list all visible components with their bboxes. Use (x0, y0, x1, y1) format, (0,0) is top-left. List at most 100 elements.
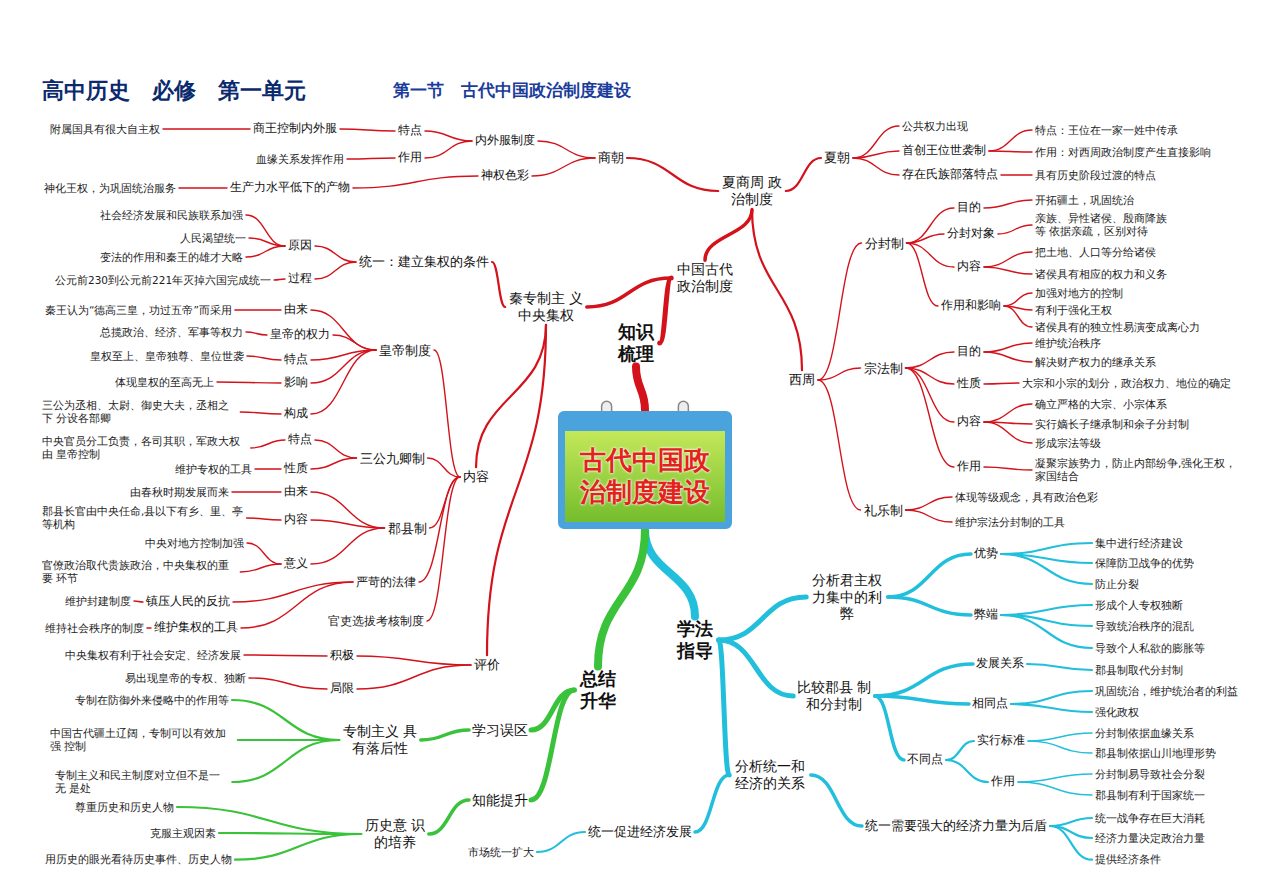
branch-topic: 由来 (284, 303, 308, 317)
leaf-topic: 中央官员分工负责，各司其职，军政大权由 皇帝控制 (42, 435, 248, 460)
leaf-topic: 提供经济条件 (1095, 853, 1161, 866)
topic-text: 生产力水平低下的产物 (230, 181, 350, 195)
leaf-topic: 凝聚宗族势力，防止内部纷争,强化王权， 家国结合 (1035, 457, 1237, 482)
topic-text: 统一战争存在巨大消耗 (1095, 812, 1205, 825)
branch-line (1004, 306, 1032, 327)
topic-text: 由来 (284, 303, 308, 317)
topic-text: 原因 (288, 239, 312, 253)
branch-topic: 特点 (398, 124, 422, 138)
topic-text: 维护集权的工具 (154, 621, 238, 635)
topic-text: 亲族、异性诸侯、殷商降族等 依据亲疏，区别对待 (1035, 212, 1178, 237)
branch-line (660, 278, 672, 343)
topic-text: 意义 (284, 557, 308, 571)
topic-text: 诸侯具有相应的权力和义务 (1035, 268, 1167, 281)
topic-text: 导致个人私欲的膨胀等 (1095, 642, 1205, 655)
topic-text: 中央集权有利于社会安定、经济发展 (65, 649, 241, 662)
topic-text: 商朝 (598, 150, 624, 166)
branch-line (232, 740, 339, 782)
topic-text: 作用 (398, 151, 422, 165)
branch-topic: 商王控制内外服 (253, 122, 337, 136)
topic-text: 作用 (957, 460, 981, 474)
leaf-topic: 具有历史阶段过渡的特点 (1035, 169, 1156, 182)
branch-line (752, 209, 802, 370)
topic-text: 性质 (284, 462, 308, 476)
branch-line (907, 234, 945, 243)
branch-line (315, 440, 357, 458)
topic-text: 易出现皇帝的专权、独断 (125, 672, 246, 685)
branch-line (1050, 826, 1092, 860)
leaf-topic: 郡县制取代分封制 (1095, 664, 1183, 677)
topic-text: 维护统治秩序 (1035, 337, 1101, 350)
leaf-topic: 附属国具有很大自主权 (50, 123, 160, 136)
topic-text: 分封对象 (947, 227, 995, 241)
branch-line (984, 467, 1032, 470)
topic-text: 影响 (284, 376, 308, 390)
branch-line (989, 151, 1032, 152)
leaf-topic: 导致个人私欲的膨胀等 (1095, 642, 1205, 655)
branch-line (531, 690, 574, 800)
branch-line (240, 412, 281, 414)
topic-text: 开拓疆土，巩固统治 (1035, 194, 1134, 207)
topic-text: 分封制易导致社会分裂 (1095, 768, 1205, 781)
leaf-topic: 官吏选拔考核制度 (328, 614, 424, 628)
leaf-topic: 克服主观因素 (150, 827, 216, 840)
branch-line (1018, 782, 1092, 795)
branch-line (251, 440, 285, 448)
branch-topic: 皇帝制度 (379, 343, 431, 358)
leaf-topic: 导致统治秩序的混乱 (1095, 620, 1194, 633)
branch-line (246, 215, 285, 246)
leaf-topic: 总揽政治、经济、军事等权力 (100, 326, 243, 339)
branch-line (537, 832, 585, 852)
leaf-topic: 解决财产权力的继承关系 (1035, 356, 1156, 369)
topic-text: 专制主义 具有落后性 (342, 723, 418, 757)
topic-text: 公共权力出现 (902, 120, 968, 133)
leaf-topic: 防止分裂 (1095, 578, 1139, 591)
branch-line (147, 627, 151, 628)
branch-topic: 内容 (463, 469, 489, 485)
topic-text: 相同点 (972, 697, 1008, 711)
topic-text: 三公为丞相、太尉、御史大夫，丞相之下 分设各部卿 (42, 399, 237, 424)
branch-topic: 作用 (398, 151, 422, 165)
branch-line (476, 325, 546, 467)
branch-line (311, 458, 357, 469)
branch-topic: 弊端 (974, 608, 998, 622)
leaf-topic: 巩固统治，维护统治者的利益 (1095, 685, 1238, 698)
branch-topic: 分析君主权 力集中的利弊 (809, 572, 885, 622)
branch-topic: 三公九卿制 (360, 451, 425, 466)
topic-text: 凝聚宗族势力，防止内部纷争,强化王权， 家国结合 (1035, 457, 1237, 482)
topic-text: 局限 (330, 682, 354, 696)
leaf-topic: 公共权力出现 (902, 120, 968, 133)
topic-text: 目的 (957, 345, 981, 359)
branch-line (875, 696, 904, 760)
branch-line (1001, 543, 1092, 554)
branch-topic: 目的 (957, 201, 981, 215)
branch-line (1018, 774, 1092, 782)
leaf-topic: 专制在防御外来侵略中的作用等 (75, 694, 229, 707)
branch-topic: 分封对象 (947, 227, 995, 241)
branch-topic: 原因 (288, 239, 312, 253)
branch-line (240, 564, 281, 572)
branch-topic: 积极 (330, 649, 354, 663)
topic-text: 巩固统治，维护统治者的利益 (1095, 685, 1238, 698)
branch-line (888, 597, 971, 615)
leaf-topic: 诸侯具有的独立性易演变成离心力 (1035, 321, 1200, 334)
branch-line (946, 760, 988, 782)
branch-line (311, 350, 376, 383)
topic-text: 特点 (288, 433, 312, 447)
topic-text: 内容 (284, 513, 308, 527)
topic-text: 知识 梳理 (615, 321, 656, 364)
branch-line (587, 278, 671, 307)
topic-text: 形成宗法等级 (1035, 437, 1101, 450)
branch-topic: 作用和影响 (941, 299, 1001, 313)
leaf-topic: 中国古代疆土辽阔，专制可以有效加强 控制 (50, 727, 235, 752)
branch-line (235, 834, 361, 860)
branch-line (487, 325, 546, 655)
leaf-topic: 市场统一扩大 (468, 846, 534, 859)
topic-text: 导致统治秩序的混乱 (1095, 620, 1194, 633)
branch-line (984, 252, 1032, 267)
leaf-topic: 易出现皇帝的专权、独断 (125, 672, 246, 685)
branch-topic: 相同点 (972, 697, 1008, 711)
branch-topic: 知识 梳理 (615, 321, 656, 364)
leaf-topic: 开拓疆土，巩固统治 (1035, 194, 1134, 207)
